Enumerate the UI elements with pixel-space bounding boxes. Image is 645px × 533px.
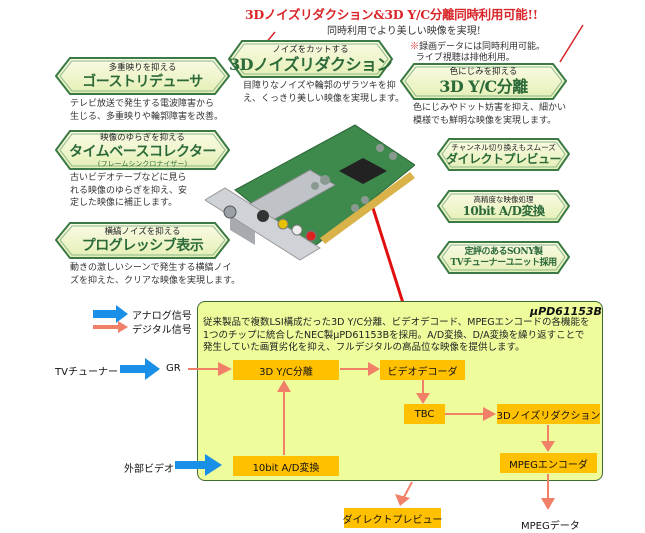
banner-sub: 多重映りを抑える	[108, 62, 177, 73]
note-mark: ※	[410, 42, 420, 52]
label-external-video: 外部ビデオ	[124, 464, 174, 475]
banner-sub: 映像のゆらぎを抑える	[100, 132, 185, 143]
banner-3d-yc-separation: 色にじみを抑える 3D Y/C分離	[400, 63, 567, 100]
pci-connector	[320, 172, 415, 244]
yc-desc: 色にじみやドット妨害を抑え、細かい 模様でも鮮明な映像を実現します。	[413, 102, 566, 127]
banner-sony-tuner: 定評のあるSONY製 TVチューナーユニット採用	[437, 241, 570, 274]
lsi-panel	[197, 301, 603, 481]
arrow-tuner-gr	[120, 358, 160, 380]
bracket	[205, 187, 321, 261]
banner-time-base-corrector: 映像のゆらぎを抑える タイムベースコレクター (フレームシンクロナイザー)	[55, 130, 230, 170]
banner-sub: 色にじみを抑える	[449, 67, 518, 77]
desc-line: 色にじみやドット妨害を抑え、細かい	[413, 103, 567, 113]
box-10bit-adc: 10bit A/D変換	[233, 456, 339, 476]
banner-sub: 横縞ノイズを抑える	[104, 227, 181, 237]
legend-analog: アナログ信号	[132, 311, 192, 322]
banner-line2: TVチューナーユニット採用	[450, 257, 557, 268]
desc-line: 動きの激しいシーンで発生する横縞ノイ	[70, 263, 232, 273]
box-tbc: TBC	[404, 404, 445, 424]
arrow-mpeg-data	[541, 498, 555, 510]
box-direct-preview: ダイレクトプレビュー	[343, 508, 443, 528]
digital-arrow-icon	[93, 321, 128, 333]
desc-line: 目障りなノイズや輪郭のザラツキを抑	[243, 81, 396, 91]
banner-3d-noise-reduction: ノイズをカットする 3Dノイズリダクション	[228, 40, 393, 78]
box-3d-noise-reduction: 3Dノイズリダクション	[497, 404, 600, 424]
rca-yellow	[277, 218, 289, 230]
banner-ghost-reducer: 多重映りを抑える ゴーストリデューサ	[55, 57, 230, 95]
banner-direct-preview: チャンネル切り換えもスムーズ ダイレクトプレビュー	[437, 138, 570, 171]
banner-line1: 定評のあるSONY製	[464, 246, 544, 257]
desc-line: 模様でも鮮明な映像を実現します。	[413, 115, 557, 126]
desc-line: 定した映像に補正します。	[70, 198, 178, 208]
progressive-desc: 動きの激しいシーンで発生する横縞ノイ ズを抑えた、クリアな映像を実現します。	[70, 262, 240, 287]
rca-red	[305, 230, 317, 242]
banner-sub: 高精度な映像処理	[473, 195, 534, 204]
arrow-panel-preview	[395, 494, 410, 506]
panel-description: 従来製品で複数LSI構成だった3D Y/C分離、ビデオデコード、MPEGエンコー…	[203, 317, 601, 355]
label-gr: GR	[166, 363, 181, 374]
desc-line: れる映像のゆらぎを抑え、安	[70, 185, 188, 196]
banner-sub: チャンネル切り換えもスムーズ	[451, 143, 556, 152]
desc-line: テレビ放送で発生する電波障害から	[70, 99, 215, 109]
tuner-side	[230, 215, 255, 245]
lsi-chip	[339, 158, 387, 184]
analog-arrow-icon	[93, 305, 128, 323]
banner-title: 3D Y/C分離	[439, 77, 528, 96]
rca-white	[291, 224, 303, 236]
desc-line: 古いビデオテープなどに見ら	[70, 173, 187, 183]
subline: 同時利用でより美しい映像を実現!	[327, 26, 481, 37]
capture-board-image	[205, 124, 415, 261]
desc-line: ズを抑えた、クリアな映像を実現します。	[70, 275, 241, 286]
box-3d-yc-separation: 3D Y/C分離	[233, 360, 339, 380]
headline: 3Dノイズリダクション&3D Y/C分離同時利用可能!!	[245, 7, 538, 22]
tbc-desc: 古いビデオテープなどに見ら れる映像のゆらぎを抑え、安 定した映像に補正します。	[70, 172, 187, 210]
svideo-connector	[257, 210, 269, 222]
desc-line: え、くっきり美しい映像を実現します。	[243, 93, 405, 104]
label-tv-tuner: TVチューナー	[55, 367, 118, 378]
banner-10bit-adc: 高精度な映像処理 10bit A/D変換	[437, 190, 570, 223]
banner-title: 3Dノイズリダクション	[228, 54, 393, 74]
ghost-desc: テレビ放送で発生する電波障害から 生じる、多重映りや輪郭障害を改善。	[70, 98, 223, 123]
connector-yc	[559, 24, 584, 63]
banner-title: 10bit A/D変換	[462, 204, 545, 218]
box-mpeg-encoder: MPEGエンコーダ	[500, 453, 597, 473]
legend-digital: デジタル信号	[132, 325, 192, 336]
banner-sub: ノイズをカットする	[272, 44, 349, 55]
note-line2: ライブ視聴は排他利用。	[415, 53, 515, 63]
banner-title: タイムベースコレクター	[69, 143, 216, 160]
banner-tiny: (フレームシンクロナイザー)	[97, 159, 188, 168]
banner-progressive: 横縞ノイズを抑える プログレッシブ表示	[55, 222, 230, 259]
banner-title: プログレッシブ表示	[81, 238, 204, 254]
banner-title: ダイレクトプレビュー	[445, 152, 562, 166]
box-video-decoder: ビデオデコーダ	[380, 360, 465, 380]
chip-name: μPD61153B	[530, 305, 602, 318]
banner-title: ゴーストリデューサ	[82, 73, 203, 90]
note-line1: 録画データには同時利用可能。	[419, 42, 546, 52]
panel-line: 発生していた画質劣化を抑え、フルデジタルの高品位な映像を提供します。	[203, 342, 525, 353]
rf-connector	[223, 205, 237, 219]
panel-line: 従来製品で複数LSI構成だった3D Y/C分離、ビデオデコード、MPEGエンコー…	[203, 317, 590, 328]
legend-arrows	[93, 305, 128, 333]
desc-line: 生じる、多重映りや輪郭障害を改善。	[70, 111, 224, 122]
note: ※録画データには同時利用可能。 ライブ視聴は排他利用。	[410, 42, 545, 64]
label-mpeg-data: MPEGデータ	[521, 521, 580, 532]
panel-line: 1つのチップに統合したNEC製μPD61153Bを採用。A/D変換、D/A変換を…	[203, 329, 585, 341]
noise-desc: 目障りなノイズや輪郭のザラツキを抑 え、くっきり美しい映像を実現します。	[243, 80, 404, 105]
